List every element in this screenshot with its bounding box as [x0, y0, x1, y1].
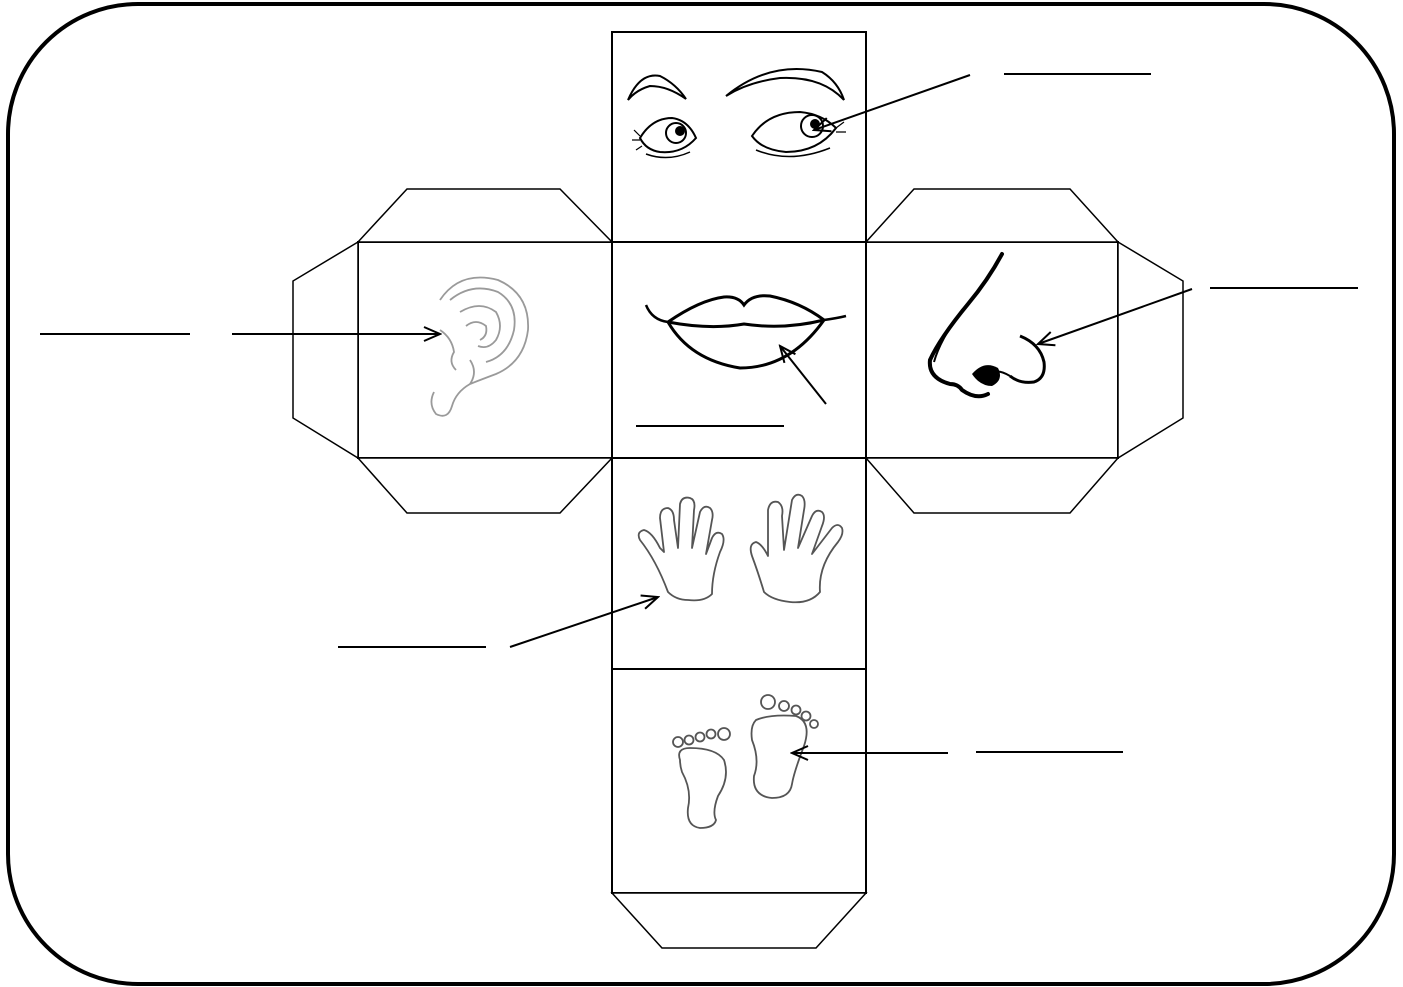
face-feet — [612, 669, 866, 893]
face-hands — [612, 458, 866, 669]
face-ear — [358, 242, 612, 458]
